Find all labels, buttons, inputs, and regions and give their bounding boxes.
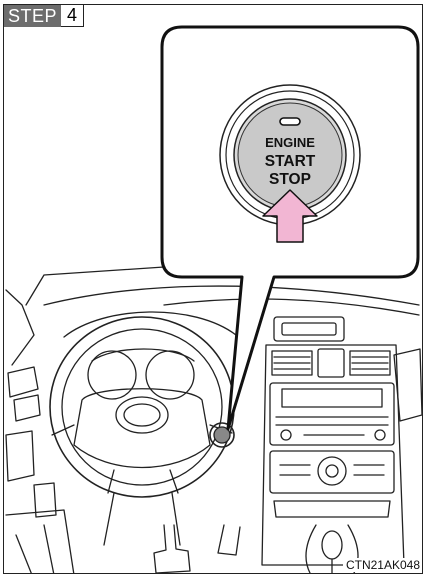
step-label: STEP <box>4 5 61 27</box>
step-badge: STEP 4 <box>4 5 84 27</box>
illustration-frame: STEP 4 <box>3 4 423 574</box>
step-number: 4 <box>61 5 84 27</box>
button-label-stop: STOP <box>269 171 311 188</box>
button-label-start: START <box>265 153 316 170</box>
button-label-engine: ENGINE <box>265 135 315 150</box>
figure-code: CTN21AK048 <box>343 558 420 572</box>
dashboard-illustration: ENGINE START STOP <box>4 5 423 574</box>
dashboard-drawing <box>6 267 422 574</box>
